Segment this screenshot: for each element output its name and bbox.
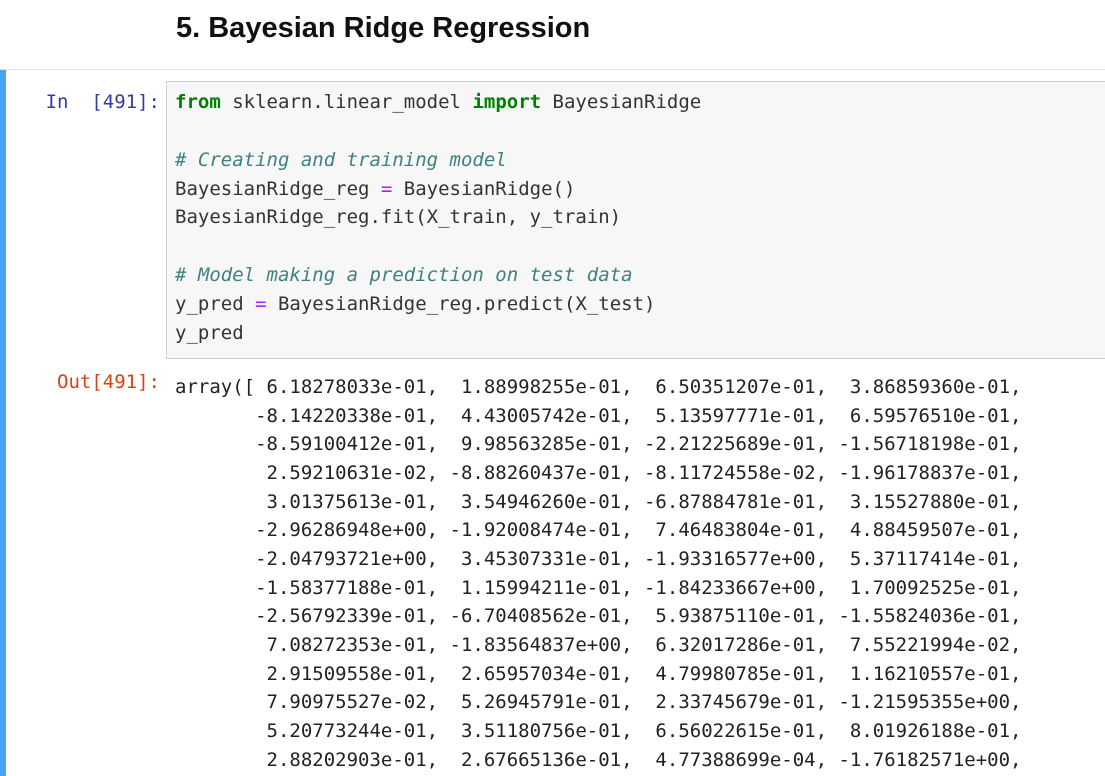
output-line: 2.59210631e-02, -8.88260437e-01, -8.1172… [175,462,1022,484]
cell-separator [0,69,1105,70]
code-line-create-model: BayesianRidge_reg = BayesianRidge() [175,178,575,200]
code-line-predict: y_pred = BayesianRidge_reg.predict(X_tes… [175,293,655,315]
keyword-from: from [175,91,221,113]
input-prompt: In [491]: [45,91,160,113]
output-line: -8.59100412e-01, 9.98563285e-01, -2.2122… [175,433,1022,455]
output-line: 2.88202903e-01, 2.67665136e-01, 4.773886… [175,749,1022,771]
markdown-cell[interactable]: 5. Bayesian Ridge Regression [0,0,1105,70]
output-line: -2.56792339e-01, -6.70408562e-01, 5.9387… [175,605,1022,627]
assign-lhs: BayesianRidge_reg [175,178,381,200]
keyword-import: import [472,91,542,113]
code-line-import: from sklearn.linear_model import Bayesia… [175,91,701,113]
output-line: 3.01375613e-01, 3.54946260e-01, -6.87884… [175,491,1022,513]
output-line: -1.58377188e-01, 1.15994211e-01, -1.8423… [175,577,1022,599]
assign-operator: = [255,293,267,315]
code-cell-selected[interactable]: In [491]: from sklearn.linear_model impo… [0,70,1105,776]
assign-rhs: BayesianRidge() [392,178,576,200]
cell-output: array([ 6.18278033e-01, 1.88998255e-01, … [175,370,1105,776]
code-comment-prediction: # Model making a prediction on test data [175,264,633,286]
code-line-output-var: y_pred [175,322,244,344]
output-line: -2.04793721e+00, 3.45307331e-01, -1.9331… [175,548,1022,570]
imported-name: BayesianRidge [541,91,702,113]
section-heading: 5. Bayesian Ridge Regression [176,12,591,44]
output-line: 5.20773244e-01, 3.51180756e-01, 6.560226… [175,720,1022,742]
selected-cell-indicator [0,70,6,776]
output-line: -8.14220338e-01, 4.43005742e-01, 5.13597… [175,405,1022,427]
output-line: 2.91509558e-01, 2.65957034e-01, 4.799807… [175,663,1022,685]
code-line-fit: BayesianRidge_reg.fit(X_train, y_train) [175,206,622,228]
assign-rhs: BayesianRidge_reg.predict(X_test) [266,293,656,315]
output-line: 7.08272353e-01, -1.83564837e+00, 6.32017… [175,634,1022,656]
module-name: sklearn.linear_model [220,91,473,113]
assign-lhs: y_pred [175,293,256,315]
output-line: -2.96286948e+00, -1.92008474e-01, 7.4648… [175,519,1022,541]
output-prompt: Out[491]: [57,371,160,393]
assign-operator: = [380,178,393,200]
code-comment-training: # Creating and training model [175,149,507,171]
output-line: 7.90975527e-02, 5.26945791e-01, 2.337456… [175,691,1022,713]
code-editor[interactable]: from sklearn.linear_model import Bayesia… [166,81,1105,359]
output-line: array([ 6.18278033e-01, 1.88998255e-01, … [175,376,1022,398]
